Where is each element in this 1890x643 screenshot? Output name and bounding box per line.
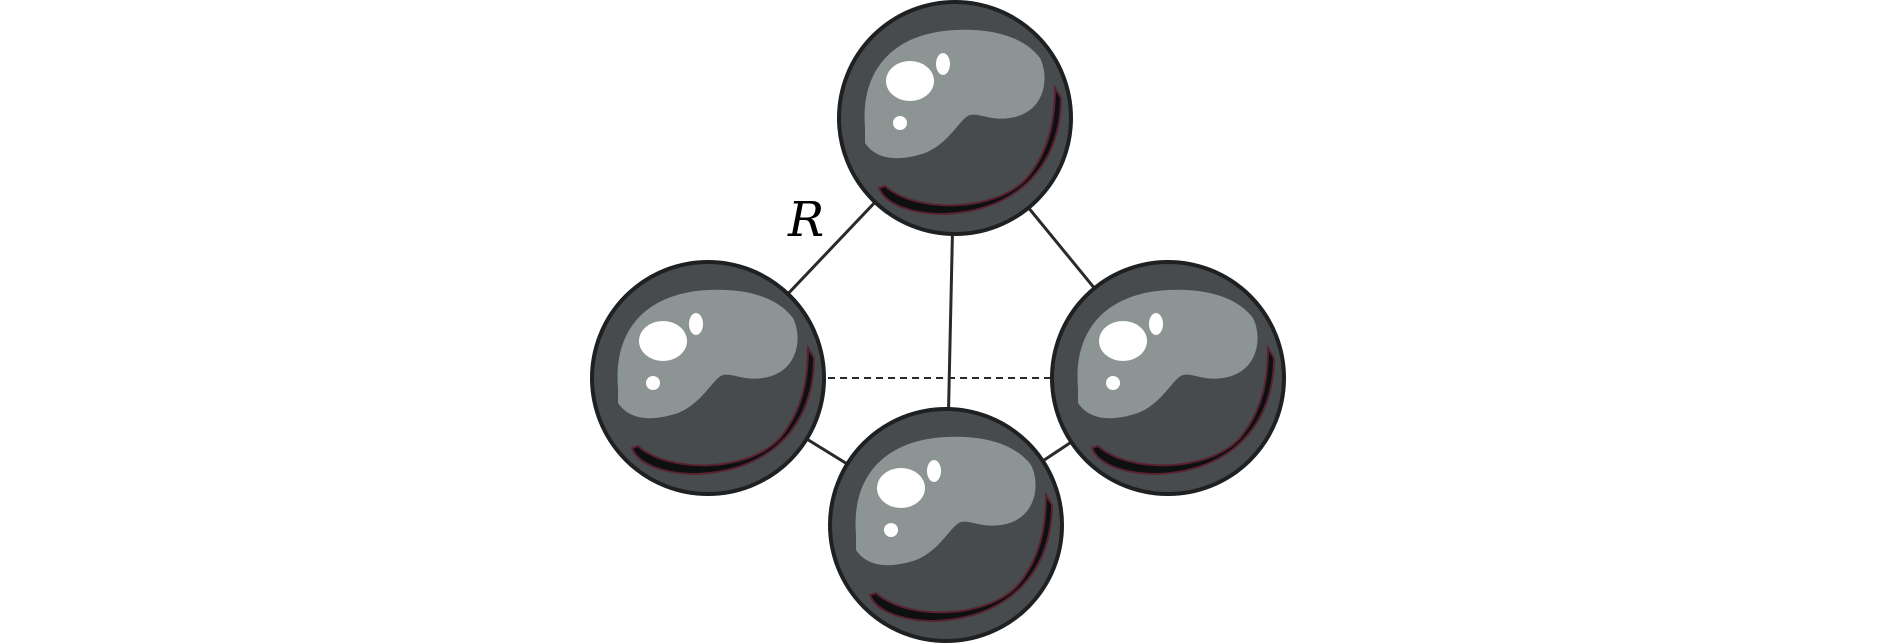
edge-length-label: R <box>787 192 824 248</box>
sphere-left <box>590 260 826 496</box>
sphere-right <box>1050 260 1286 496</box>
sphere-top <box>837 0 1073 236</box>
sphere-bottom <box>828 407 1064 643</box>
spheres-layer <box>590 0 1286 643</box>
